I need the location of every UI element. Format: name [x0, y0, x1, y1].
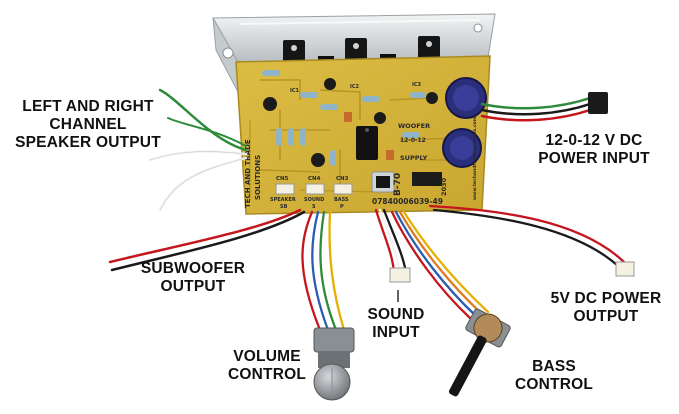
resistors	[262, 70, 426, 166]
callout-bass-control: BASS CONTROL	[506, 358, 602, 394]
callout-speaker-output: LEFT AND RIGHT CHANNEL SPEAKER OUTPUT	[4, 98, 172, 152]
callout-power-input: 12-0-12 V DC POWER INPUT	[524, 132, 664, 168]
pcb-connector-sound: SOUND	[304, 197, 324, 203]
callout-dc5v-output: 5V DC POWER OUTPUT	[540, 290, 672, 326]
pcb-ic1-label: IC1	[290, 88, 300, 94]
voltage-regulator	[371, 171, 395, 193]
pcb-brand-line1: TECH AND TRADE	[244, 139, 252, 208]
pcb-connector-sb: SB	[280, 204, 288, 210]
pcb-model-label: B-70	[393, 173, 403, 196]
pcb-supply-label: SUPPLY	[400, 154, 428, 162]
callout-dc5v-output-line1: 5V DC POWER	[550, 290, 662, 307]
callout-volume-control: VOLUME CONTROL	[222, 348, 312, 384]
pcb-connector-bass: BASS	[334, 197, 349, 203]
subwoofer-output-wires	[108, 208, 306, 272]
callout-subwoofer-output-line2: OUTPUT	[160, 278, 226, 295]
sound-input-wires	[374, 208, 411, 283]
pcb-connector-cn5: CN5	[276, 176, 289, 182]
callout-bass-control-line1: BASS	[532, 358, 576, 375]
pcb-connector-s: S	[312, 204, 316, 210]
pcb-connector-cn3: CN3	[336, 176, 349, 182]
callout-power-input-line2: POWER INPUT	[538, 150, 650, 167]
dc5v-output-wires	[428, 204, 635, 277]
ic-chip	[356, 126, 378, 160]
filter-capacitors	[442, 77, 487, 168]
bass-potentiometer	[448, 308, 511, 397]
callout-speaker-output-line2: CHANNEL	[49, 116, 127, 133]
pcb-brand-line2: SOLUTIONS	[254, 155, 262, 200]
pcb-connector-speaker: SPEAKER	[270, 197, 296, 203]
pcb-web: www.techandtradesolutions.com	[472, 116, 478, 200]
callout-power-input-line1: 12-0-12 V DC	[545, 132, 643, 149]
callout-subwoofer-output-line1: SUBWOOFER	[140, 260, 246, 277]
callout-speaker-output-line1: LEFT AND RIGHT	[22, 98, 154, 115]
pcb-connector-cn4: CN4	[308, 176, 321, 182]
pcb-ic3-label: IC3	[412, 82, 422, 88]
callout-sound-input-line2: INPUT	[372, 324, 420, 341]
callout-speaker-output-line3: SPEAKER OUTPUT	[15, 134, 161, 151]
volume-potentiometer	[313, 327, 355, 401]
pcb-ic2-label: IC2	[350, 84, 360, 90]
volume-control-wires	[301, 210, 346, 332]
power-input-wires	[480, 92, 608, 122]
header-connectors	[275, 172, 442, 195]
callout-subwoofer-output: SUBWOOFER OUTPUT	[128, 260, 258, 296]
pcb-year: 2030	[440, 177, 448, 196]
callout-dc5v-output-line2: OUTPUT	[573, 308, 639, 325]
callout-sound-input-line1: SOUND	[367, 306, 425, 323]
pcb-connector-p: P	[340, 204, 344, 210]
speaker-output-wires	[148, 88, 248, 212]
callout-volume-control-line1: VOLUME	[233, 348, 301, 365]
pcb-woofer-label: WOOFER	[398, 122, 430, 130]
callout-bass-control-line2: CONTROL	[514, 376, 594, 393]
callout-sound-input: SOUND INPUT	[356, 306, 436, 342]
bass-control-wires	[390, 210, 490, 320]
pcb-supply-pins: 12-0-12	[400, 137, 426, 144]
callout-volume-control-line2: CONTROL	[227, 366, 307, 383]
small-capacitors	[263, 78, 438, 167]
pcb-phone: 07840006039-49	[372, 197, 443, 206]
